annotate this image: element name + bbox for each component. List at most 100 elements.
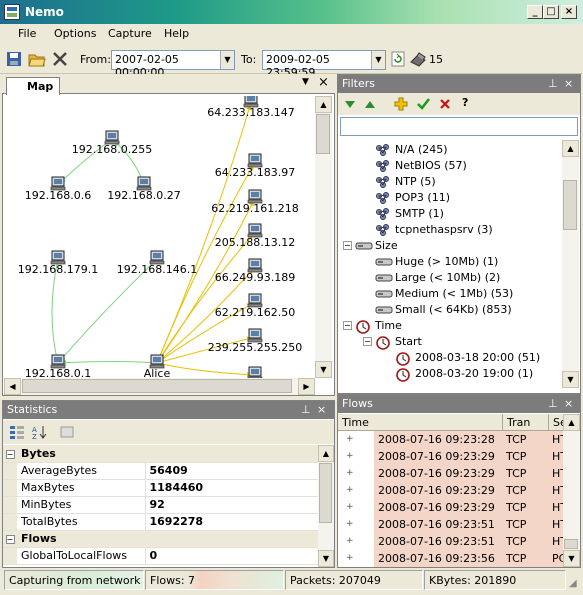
column-se[interactable]: Se [548, 414, 563, 431]
scroll-up-icon[interactable]: ▲ [563, 414, 580, 431]
flows-scrollbar[interactable]: ▲ ▼ [563, 414, 580, 567]
map-node[interactable]: 64.233.183.97 [215, 153, 295, 179]
menu-file[interactable]: File [18, 27, 37, 40]
scroll-left-icon[interactable]: ◀ [4, 378, 21, 395]
flow-row[interactable]: + 2008-07-16 09:23:51 TCP HT [338, 516, 563, 533]
scroll-down-icon[interactable]: ▼ [562, 371, 579, 388]
help-icon[interactable]: ? [462, 96, 469, 109]
scroll-thumb[interactable] [319, 463, 332, 523]
pin-icon[interactable]: ⊥ [548, 77, 558, 90]
flow-row[interactable]: + 2008-07-16 09:23:29 TCP HT [338, 482, 563, 499]
close-icon[interactable]: × [564, 77, 574, 90]
map-node[interactable]: 239.255.255.250 [208, 328, 302, 354]
close-icon[interactable]: × [564, 397, 574, 410]
network-map[interactable]: 64.233.183.147 192.168.0.255 64.233.183.… [4, 93, 315, 392]
collapse-icon[interactable]: − [343, 241, 352, 250]
map-node[interactable]: 192.168.179.1 [18, 250, 98, 276]
map-node[interactable]: 64.233.183.17 [215, 366, 295, 392]
close-icon[interactable]: × [318, 75, 329, 90]
scroll-right-icon[interactable]: ▶ [298, 378, 315, 395]
map-node[interactable]: 66.249.93.189 [215, 258, 295, 284]
close-icon[interactable]: × [317, 403, 327, 416]
remove-icon[interactable] [438, 97, 452, 111]
collapse-icon[interactable]: − [363, 337, 372, 346]
filter-tree[interactable]: N/A (245)NetBIOS (57)NTP (5)POP3 (11)SMT… [339, 140, 562, 388]
move-down-icon[interactable] [344, 98, 356, 110]
menu-options[interactable]: Options [54, 27, 97, 40]
move-up-icon[interactable] [364, 98, 376, 110]
expand-icon[interactable]: + [346, 434, 354, 444]
resize-grip-icon[interactable]: ◢ [569, 578, 577, 589]
expand-icon[interactable]: + [346, 451, 354, 461]
map-node[interactable]: 192.168.146.1 [117, 250, 197, 276]
scroll-up-icon[interactable]: ▲ [315, 96, 332, 113]
property-category[interactable]: −Bytes [3, 445, 318, 463]
minimize-button[interactable]: _ [527, 5, 543, 19]
filter-search-input[interactable] [340, 117, 578, 136]
flow-row[interactable]: + 2008-07-16 09:23:51 TCP HT [338, 533, 563, 550]
scroll-thumb[interactable] [22, 379, 292, 393]
flows-grid[interactable]: Time Tran Se + 2008-07-16 09:23:28 TCP H… [338, 414, 563, 567]
scroll-up-icon[interactable]: ▲ [318, 445, 334, 462]
save-icon[interactable] [5, 50, 23, 68]
map-node[interactable]: 64.233.183.147 [207, 93, 295, 119]
pin-icon[interactable]: ⊥ [548, 397, 558, 410]
filter-tree-scrollbar[interactable]: ▲ ▼ [562, 140, 579, 388]
scroll-down-icon[interactable]: ▼ [318, 550, 334, 567]
add-filter-icon[interactable] [394, 97, 408, 111]
network-map-svg[interactable]: 64.233.183.147 192.168.0.255 64.233.183.… [4, 93, 315, 392]
property-category[interactable]: −Flows [3, 530, 318, 548]
menu-help[interactable]: Help [164, 27, 190, 40]
property-pages-icon[interactable] [59, 424, 75, 440]
collapse-icon[interactable]: − [343, 321, 352, 330]
expand-icon[interactable]: + [346, 502, 354, 512]
scroll-thumb[interactable] [563, 180, 577, 230]
pin-icon[interactable]: ⊥ [301, 403, 311, 416]
map-node[interactable]: 192.168.0.255 [72, 130, 152, 156]
collapse-icon[interactable]: − [3, 530, 17, 548]
open-folder-icon[interactable] [28, 50, 46, 68]
map-node[interactable]: 62.219.161.218 [211, 189, 299, 215]
refresh-icon[interactable] [389, 50, 407, 68]
from-date-input[interactable]: 2007-02-05 00:00:00 ▼ [111, 50, 235, 79]
chevron-down-icon[interactable]: ▼ [220, 51, 234, 69]
map-node[interactable]: 192.168.0.27 [107, 176, 181, 202]
expand-icon[interactable]: + [346, 536, 354, 546]
chevron-down-icon[interactable]: ▼ [302, 77, 309, 87]
collapse-icon[interactable]: − [3, 445, 17, 463]
expand-icon[interactable]: + [346, 485, 354, 495]
statistics-scrollbar[interactable]: ▲ ▼ [318, 445, 334, 567]
flow-row[interactable]: + 2008-07-16 09:23:29 TCP HT [338, 499, 563, 516]
map-horizontal-scrollbar[interactable]: ◀ ▶ [4, 378, 315, 395]
map-node[interactable]: 192.168.0.6 [25, 176, 91, 202]
expand-icon[interactable]: + [346, 553, 354, 563]
flow-row[interactable]: + 2008-07-16 09:23:29 TCP HT [338, 448, 563, 465]
flow-row[interactable]: + 2008-07-16 09:23:29 TCP HT [338, 465, 563, 482]
maximize-button[interactable]: □ [543, 5, 559, 19]
sort-alphabetical-icon[interactable]: AZ [31, 424, 47, 440]
tab-map[interactable]: Map [6, 77, 60, 95]
scroll-down-icon[interactable]: ▼ [563, 550, 580, 567]
column-time[interactable]: Time [342, 416, 369, 429]
column-tran[interactable]: Tran [502, 414, 534, 431]
chevron-down-icon[interactable]: ▼ [371, 51, 385, 69]
scroll-thumb[interactable] [564, 539, 578, 549]
apply-check-icon[interactable] [416, 97, 430, 111]
flow-row[interactable]: + 2008-07-16 09:23:28 TCP HT [338, 431, 563, 448]
map-vertical-scrollbar[interactable]: ▲ ▼ [315, 96, 332, 378]
delete-icon[interactable] [51, 50, 69, 68]
menu-capture[interactable]: Capture [108, 27, 152, 40]
scroll-thumb[interactable] [316, 114, 330, 154]
close-window-button[interactable]: × [561, 5, 577, 19]
expand-icon[interactable]: + [346, 519, 354, 529]
map-node[interactable]: 192.168.0.1 [25, 354, 91, 380]
scroll-up-icon[interactable]: ▲ [562, 140, 579, 157]
map-node[interactable]: 62.219.162.50 [215, 293, 295, 319]
flow-row[interactable]: + 2008-07-16 09:23:56 TCP PC [338, 550, 563, 567]
